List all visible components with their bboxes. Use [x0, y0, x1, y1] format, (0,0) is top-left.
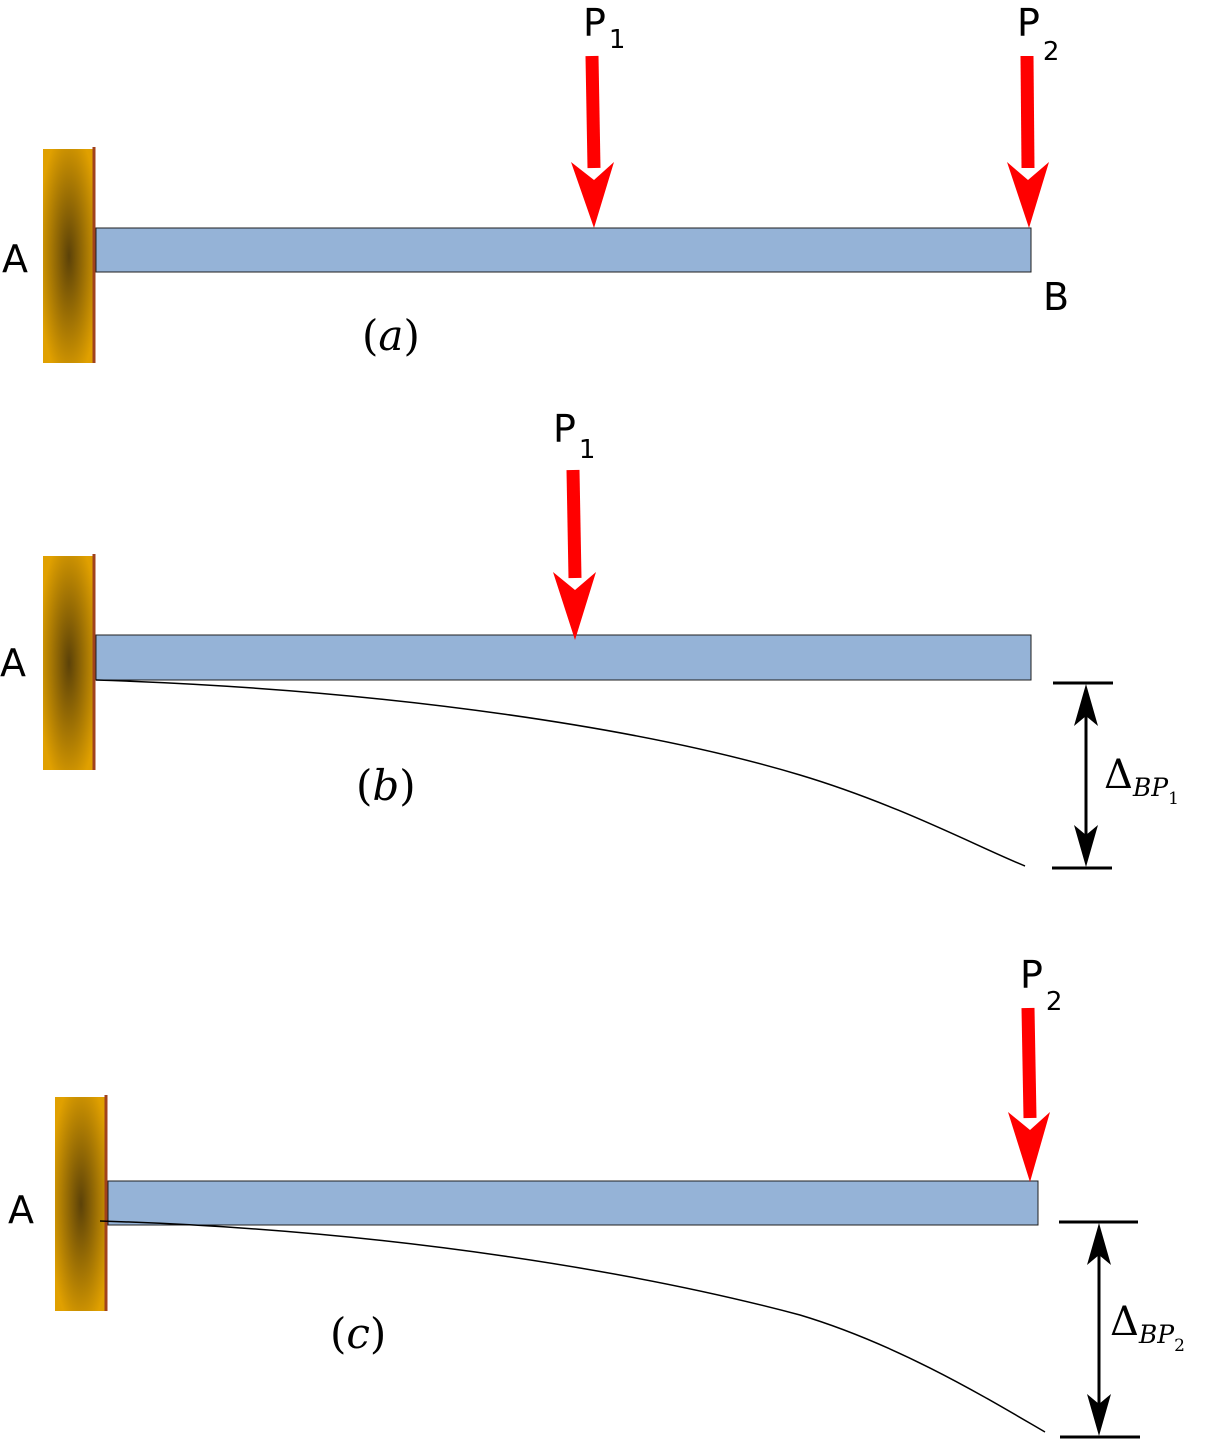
fixed-support-c — [55, 1095, 108, 1311]
load-arrow-p1-a — [571, 55, 614, 228]
beam-a — [95, 227, 1032, 273]
support-label-a: A — [2, 237, 28, 281]
support-label-b: A — [0, 641, 26, 685]
caption-c: (c) — [330, 1309, 386, 1358]
caption-b: (b) — [356, 761, 416, 810]
beam-c — [107, 1180, 1039, 1226]
support-label-c: A — [8, 1188, 34, 1232]
deflection-label-c: ΔBP2 — [1110, 1299, 1185, 1356]
load-label-p2-c: P2 — [1020, 953, 1062, 1017]
load-arrow-p2-c — [1008, 1007, 1050, 1182]
load-arrow-p1-b — [553, 469, 596, 640]
fixed-support-a — [43, 147, 96, 363]
panel-c: A P2 ΔBP2 (c) — [8, 953, 1185, 1439]
fixed-support-b — [43, 554, 96, 770]
caption-a: (a) — [362, 311, 420, 360]
deflection-dimension-b — [1052, 681, 1113, 870]
deflected-shape-c — [99, 1220, 1046, 1433]
load-arrow-p2-a — [1007, 55, 1049, 228]
load-label-p2-a: P2 — [1017, 1, 1059, 67]
end-label-b: B — [1043, 275, 1069, 319]
beam-b — [95, 634, 1032, 681]
deflected-shape-b — [95, 679, 1026, 867]
deflection-dimension-c — [1059, 1220, 1140, 1439]
deflection-label-b: ΔBP1 — [1104, 752, 1179, 809]
